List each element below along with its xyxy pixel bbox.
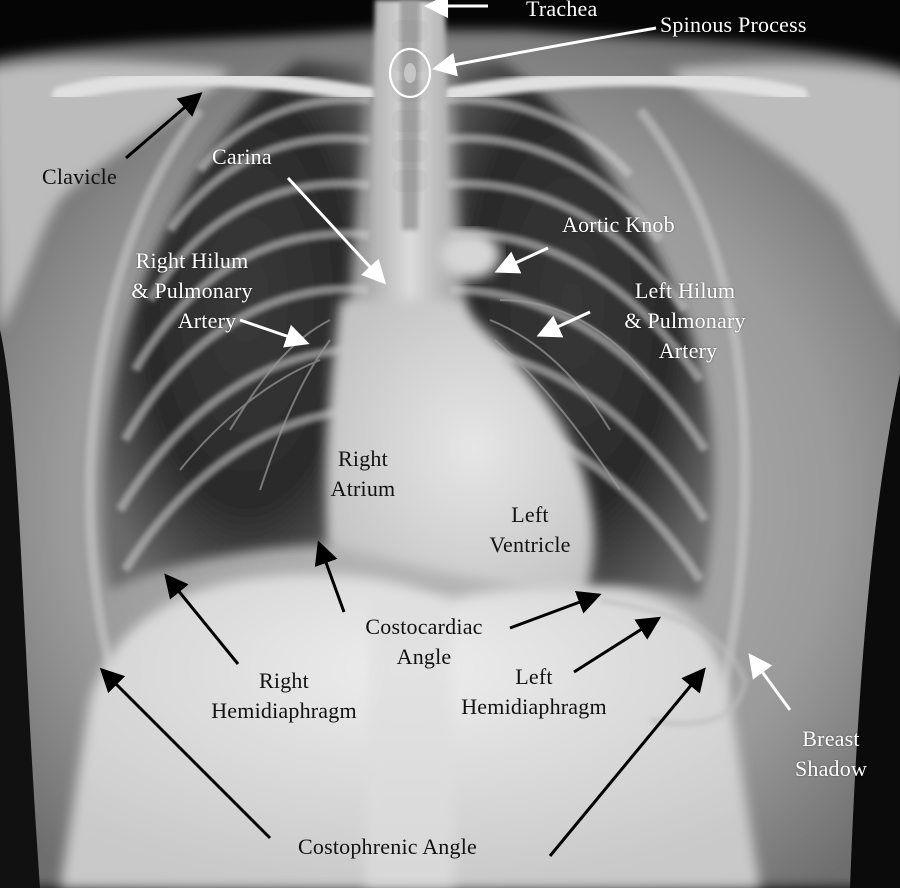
aortic-knob-label: Aortic Knob — [562, 212, 675, 237]
left-hilum-line1: Left Hilum — [634, 278, 736, 303]
trachea-label: Trachea — [526, 0, 598, 21]
costocardiac-line2: Angle — [396, 644, 452, 669]
right-atrium-arrow — [314, 540, 346, 613]
left-hilum-line3: Artery — [658, 338, 718, 363]
left-hemidiaphragm-line2: Hemidiaphragm — [461, 694, 607, 719]
right-hilum-line1: Right Hilum — [135, 248, 249, 273]
right-costophrenic-arrow — [99, 667, 272, 840]
carina-label: Carina — [212, 144, 272, 169]
left-ventricle-label: Left Ventricle — [470, 500, 590, 560]
left-ventricle-arrow — [509, 591, 602, 630]
spinous-process-marker — [388, 47, 432, 99]
left-hilum-line2: & Pulmonary — [624, 308, 746, 333]
clavicle-label: Clavicle — [42, 164, 117, 189]
right-atrium-line1: Right — [338, 446, 388, 471]
costocardiac-line1: Costocardiac — [365, 614, 483, 639]
breast-shadow-line2: Shadow — [794, 756, 868, 781]
right-hilum-arrow — [239, 318, 310, 348]
right-hilum-line3: Artery — [177, 308, 237, 333]
right-hemidiaphragm-label: Right Hemidiaphragm — [186, 666, 382, 726]
breast-shadow-label: Breast Shadow — [776, 724, 886, 784]
right-hemidiaphragm-line1: Right — [259, 668, 309, 693]
left-ventricle-line1: Left — [511, 502, 549, 527]
left-hilum-arrow — [536, 310, 591, 338]
right-hemidiaphragm-line2: Hemidiaphragm — [211, 698, 357, 723]
spinous-process-label: Spinous Process — [660, 12, 807, 37]
breast-shadow-line1: Breast — [802, 726, 860, 751]
right-hilum-line2: & Pulmonary — [131, 278, 253, 303]
carina-arrow — [286, 176, 387, 285]
left-ventricle-line2: Ventricle — [489, 532, 571, 557]
white-arrows — [239, 0, 792, 711]
left-costophrenic-arrow — [548, 667, 706, 857]
left-hemidiaphragm-arrow — [573, 616, 662, 674]
left-hemidiaphragm-label: Left Hemidiaphragm — [436, 662, 632, 722]
black-arrows — [99, 92, 706, 857]
left-hilum-label: Left Hilum & Pulmonary Artery — [600, 276, 770, 366]
right-atrium-line2: Atrium — [330, 476, 396, 501]
right-hemidiaphragm-arrow — [164, 573, 240, 665]
right-atrium-label: Right Atrium — [308, 444, 418, 504]
costocardiac-angle-label: Costocardiac Angle — [344, 612, 504, 672]
right-hilum-label: Right Hilum & Pulmonary Artery — [112, 246, 272, 336]
breast-shadow-arrow — [748, 653, 792, 711]
costophrenic-angle-label: Costophrenic Angle — [298, 834, 477, 859]
left-hemidiaphragm-line1: Left — [515, 664, 553, 689]
spinous-process-arrow — [432, 26, 657, 77]
clavicle-arrow — [125, 92, 203, 160]
aortic-knob-arrow — [494, 246, 549, 274]
